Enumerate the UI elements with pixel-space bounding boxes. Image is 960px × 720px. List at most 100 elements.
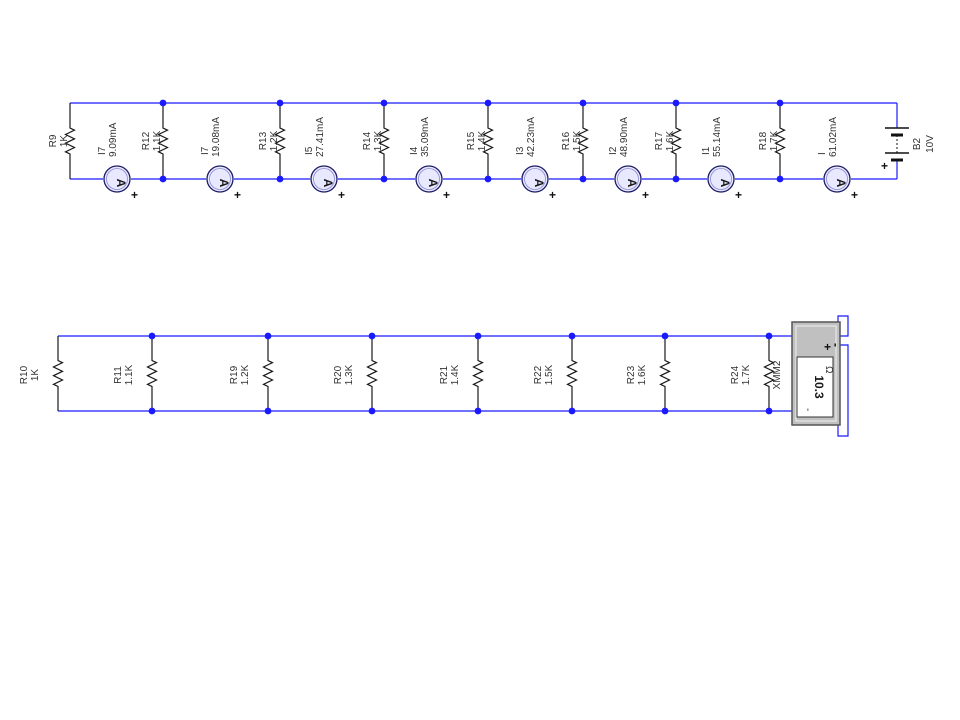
ammeter-reading-label: 55.14mA bbox=[712, 117, 723, 157]
resistor-symbol bbox=[157, 103, 169, 179]
junction-node bbox=[474, 332, 482, 340]
ammeter-ring bbox=[710, 168, 732, 190]
resistor-ref-label: R23 bbox=[626, 365, 637, 384]
resistor-value-label: 1.3K bbox=[344, 364, 355, 385]
multimeter-unit: Ω bbox=[823, 366, 834, 374]
multimeter-xmm2[interactable]: 10.3Ω-+-XMM2 bbox=[772, 321, 843, 426]
resistor-r13[interactable] bbox=[274, 103, 286, 179]
ammeter-icon: A bbox=[532, 179, 546, 188]
resistor-value-label: 1.7K bbox=[741, 364, 752, 385]
junction-node bbox=[276, 99, 284, 107]
resistor-ref-label: R11 bbox=[113, 366, 124, 384]
ammeter-icon: A bbox=[217, 179, 231, 188]
resistor-symbol bbox=[472, 336, 484, 411]
resistor-r18[interactable] bbox=[774, 103, 786, 179]
ammeter-reading-label: 48.90mA bbox=[619, 117, 630, 157]
resistor-value-label: 1.4K bbox=[450, 364, 461, 385]
junction-node bbox=[368, 407, 376, 415]
ammeter-ref-label: I5 bbox=[304, 146, 315, 155]
resistor-ref-label: R24 bbox=[730, 365, 741, 384]
ammeter-body bbox=[310, 165, 338, 193]
ammeter-3[interactable]: A+ bbox=[415, 165, 450, 202]
resistor-ref-label: R15 bbox=[466, 131, 477, 150]
ammeter-body bbox=[614, 165, 642, 193]
resistor-ref-label: R13 bbox=[258, 131, 269, 150]
resistor-r15[interactable] bbox=[482, 103, 494, 179]
resistor-ref-label: R9 bbox=[48, 134, 59, 147]
ammeter-icon: A bbox=[718, 179, 732, 188]
resistor-ref-label: R10 bbox=[19, 365, 30, 384]
junction-node bbox=[148, 407, 156, 415]
resistor-r9[interactable] bbox=[64, 103, 76, 179]
ammeter-0[interactable]: A+ bbox=[103, 165, 138, 202]
resistor-r11[interactable] bbox=[146, 336, 158, 411]
ammeter-icon: A bbox=[426, 179, 440, 188]
ammeter-5[interactable]: A+ bbox=[614, 165, 649, 202]
ammeter-body bbox=[103, 165, 131, 193]
resistor-ref-label: R18 bbox=[758, 131, 769, 150]
resistor-symbol bbox=[366, 336, 378, 411]
junction-node bbox=[148, 332, 156, 340]
ammeter-ref-label: I2 bbox=[608, 146, 619, 155]
resistor-ref-label: R12 bbox=[141, 131, 152, 150]
resistor-r14[interactable] bbox=[378, 103, 390, 179]
junction-node bbox=[776, 99, 784, 107]
ammeter-7[interactable]: A+ bbox=[823, 165, 858, 202]
junction-node bbox=[765, 332, 773, 340]
resistor-r10[interactable] bbox=[52, 336, 64, 411]
ammeter-body bbox=[415, 165, 443, 193]
junction-node bbox=[672, 175, 680, 183]
junction-node bbox=[264, 407, 272, 415]
resistor-value-label: 1K bbox=[30, 369, 41, 382]
ammeter-ref-label: I bbox=[817, 152, 828, 155]
junction-node bbox=[568, 407, 576, 415]
resistor-ref-label: R16 bbox=[561, 131, 572, 150]
junction-node bbox=[380, 99, 388, 107]
resistor-r22[interactable] bbox=[566, 336, 578, 411]
ammeter-body bbox=[823, 165, 851, 193]
resistor-symbol bbox=[64, 103, 76, 179]
ammeter-body bbox=[707, 165, 735, 193]
ammeter-1[interactable]: A+ bbox=[206, 165, 241, 202]
ammeter-6[interactable]: A+ bbox=[707, 165, 742, 202]
resistor-value-label: 1.2K bbox=[269, 130, 280, 151]
ammeter-reading-label: 19.08mA bbox=[211, 117, 222, 157]
ammeter-ref-label: I3 bbox=[515, 146, 526, 155]
resistor-symbol bbox=[566, 336, 578, 411]
resistor-ref-label: R20 bbox=[333, 365, 344, 384]
ammeter-ring bbox=[826, 168, 848, 190]
plus-terminal-icon: + bbox=[549, 188, 556, 202]
junction-node bbox=[264, 332, 272, 340]
resistor-symbol bbox=[262, 336, 274, 411]
ammeter-body bbox=[206, 165, 234, 193]
battery-value-label: 10V bbox=[925, 135, 936, 153]
resistor-ref-label: R21 bbox=[439, 365, 450, 384]
resistor-symbol bbox=[274, 103, 286, 179]
junction-node bbox=[276, 175, 284, 183]
resistor-r17[interactable] bbox=[670, 103, 682, 179]
battery-plus-icon: + bbox=[881, 159, 888, 173]
ammeter-ref-label: I1 bbox=[701, 146, 712, 155]
resistor-r20[interactable] bbox=[366, 336, 378, 411]
resistor-r21[interactable] bbox=[472, 336, 484, 411]
ammeter-ring bbox=[313, 168, 335, 190]
ammeter-icon: A bbox=[321, 179, 335, 188]
junction-node bbox=[159, 175, 167, 183]
ammeter-icon: A bbox=[625, 179, 639, 188]
resistor-value-label: 1.6K bbox=[665, 130, 676, 151]
resistor-symbol bbox=[378, 103, 390, 179]
resistor-r23[interactable] bbox=[659, 336, 671, 411]
resistor-r24[interactable] bbox=[763, 336, 775, 411]
junction-node bbox=[579, 99, 587, 107]
junction-node bbox=[368, 332, 376, 340]
resistor-r19[interactable] bbox=[262, 336, 274, 411]
junction-node bbox=[672, 99, 680, 107]
ammeter-4[interactable]: A+ bbox=[521, 165, 556, 202]
resistor-r12[interactable] bbox=[157, 103, 169, 179]
ammeter-body bbox=[521, 165, 549, 193]
ammeter-2[interactable]: A+ bbox=[310, 165, 345, 202]
resistor-r16[interactable] bbox=[577, 103, 589, 179]
